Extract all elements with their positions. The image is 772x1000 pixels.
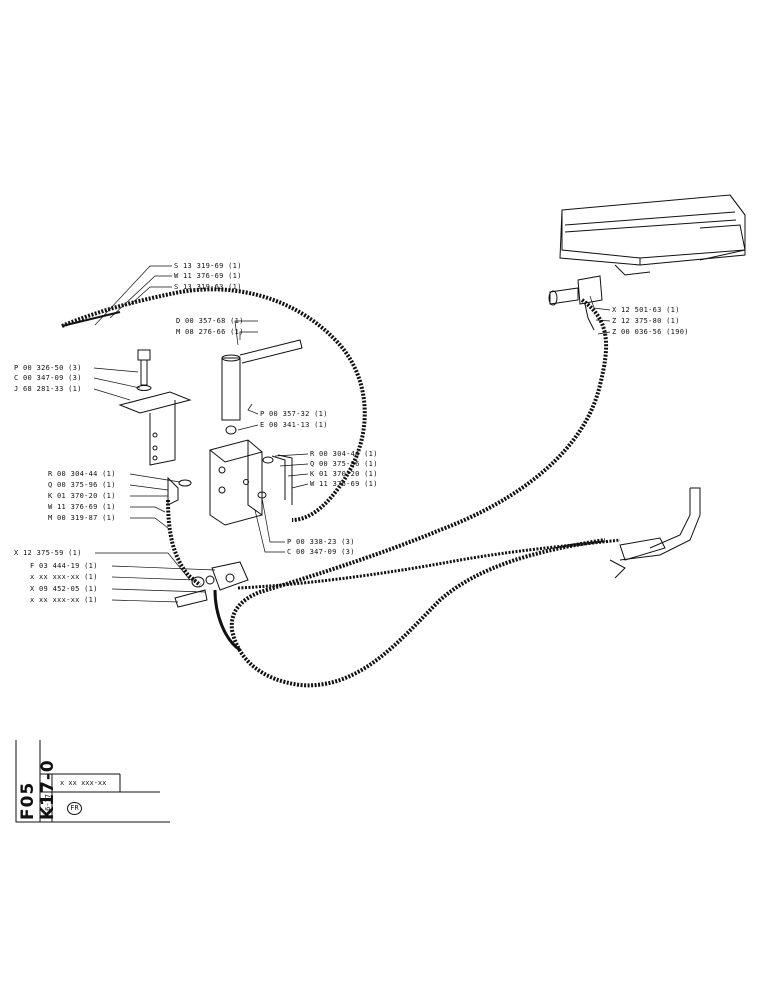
callout-label: W 11 376-69 (1): [48, 503, 116, 511]
valve-block: [209, 439, 263, 526]
lower-left-hose: [166, 499, 241, 652]
leader-lines: [93, 265, 611, 603]
callout-label: D 00 357-68 (1): [176, 317, 244, 325]
callout-label: M 00 319-87 (1): [48, 514, 116, 522]
pin-rod: [221, 339, 303, 435]
callout-label: x xx xxx-xx (1): [30, 573, 98, 581]
callout-label: W 11 376-69 (1): [310, 480, 378, 488]
callout-label: C 00 347-09 (3): [14, 374, 82, 382]
callout-label: W 11 376-69 (1): [174, 272, 242, 280]
callout-label: M 08 276-66 (1): [176, 328, 244, 336]
callout-label: P 00 326-50 (3): [14, 364, 82, 372]
callout-label: X 09 452-05 (1): [30, 585, 98, 593]
cylinder-component: [559, 194, 746, 276]
right-fitting: [548, 275, 603, 331]
upper-hose: [61, 287, 367, 522]
title-block-frame: [15, 740, 170, 823]
long-hose: [229, 298, 621, 688]
callout-label: X 12 501-63 (1): [612, 306, 680, 314]
drawing-code: F05 K17-0: [18, 759, 58, 820]
language-badge: FR: [67, 802, 82, 815]
callout-label: S 13 319-63 (1): [174, 283, 242, 291]
callout-label: Q 00 375-96 (1): [310, 460, 378, 468]
callout-label: x xx xxx-xx (1): [30, 596, 98, 604]
lower-linkage: [609, 487, 701, 579]
mounting-bracket: [118, 391, 192, 466]
callout-label: Z 12 375-80 (1): [612, 317, 680, 325]
callout-label: P 00 357-32 (1): [260, 410, 328, 418]
callout-label: C 00 347-09 (3): [287, 548, 355, 556]
valve-fittings: [167, 454, 293, 506]
drawing-part-number: x xx xxx-xx: [60, 779, 107, 787]
callout-label: Z 00 036-56 (190): [612, 328, 689, 336]
callout-label: K 01 370-20 (1): [48, 492, 116, 500]
callout-label: X 12 375-59 (1): [14, 549, 82, 557]
callout-label: F 03 444-19 (1): [30, 562, 98, 570]
drawing-date: 6-77: [44, 794, 52, 811]
callout-label: Q 00 375-96 (1): [48, 481, 116, 489]
callout-label: J 68 281-33 (1): [14, 385, 82, 393]
callout-label: P 00 338-23 (3): [287, 538, 355, 546]
callout-label: E 00 341-13 (1): [260, 421, 328, 429]
callout-label: S 13 319-69 (1): [174, 262, 242, 270]
callout-label: R 00 304-44 (1): [48, 470, 116, 478]
callout-label: K 01 370-20 (1): [310, 470, 378, 478]
bolt-top: [136, 349, 152, 391]
callout-label: R 00 304-44 (1): [310, 450, 378, 458]
elbow-fitting: [174, 561, 249, 608]
